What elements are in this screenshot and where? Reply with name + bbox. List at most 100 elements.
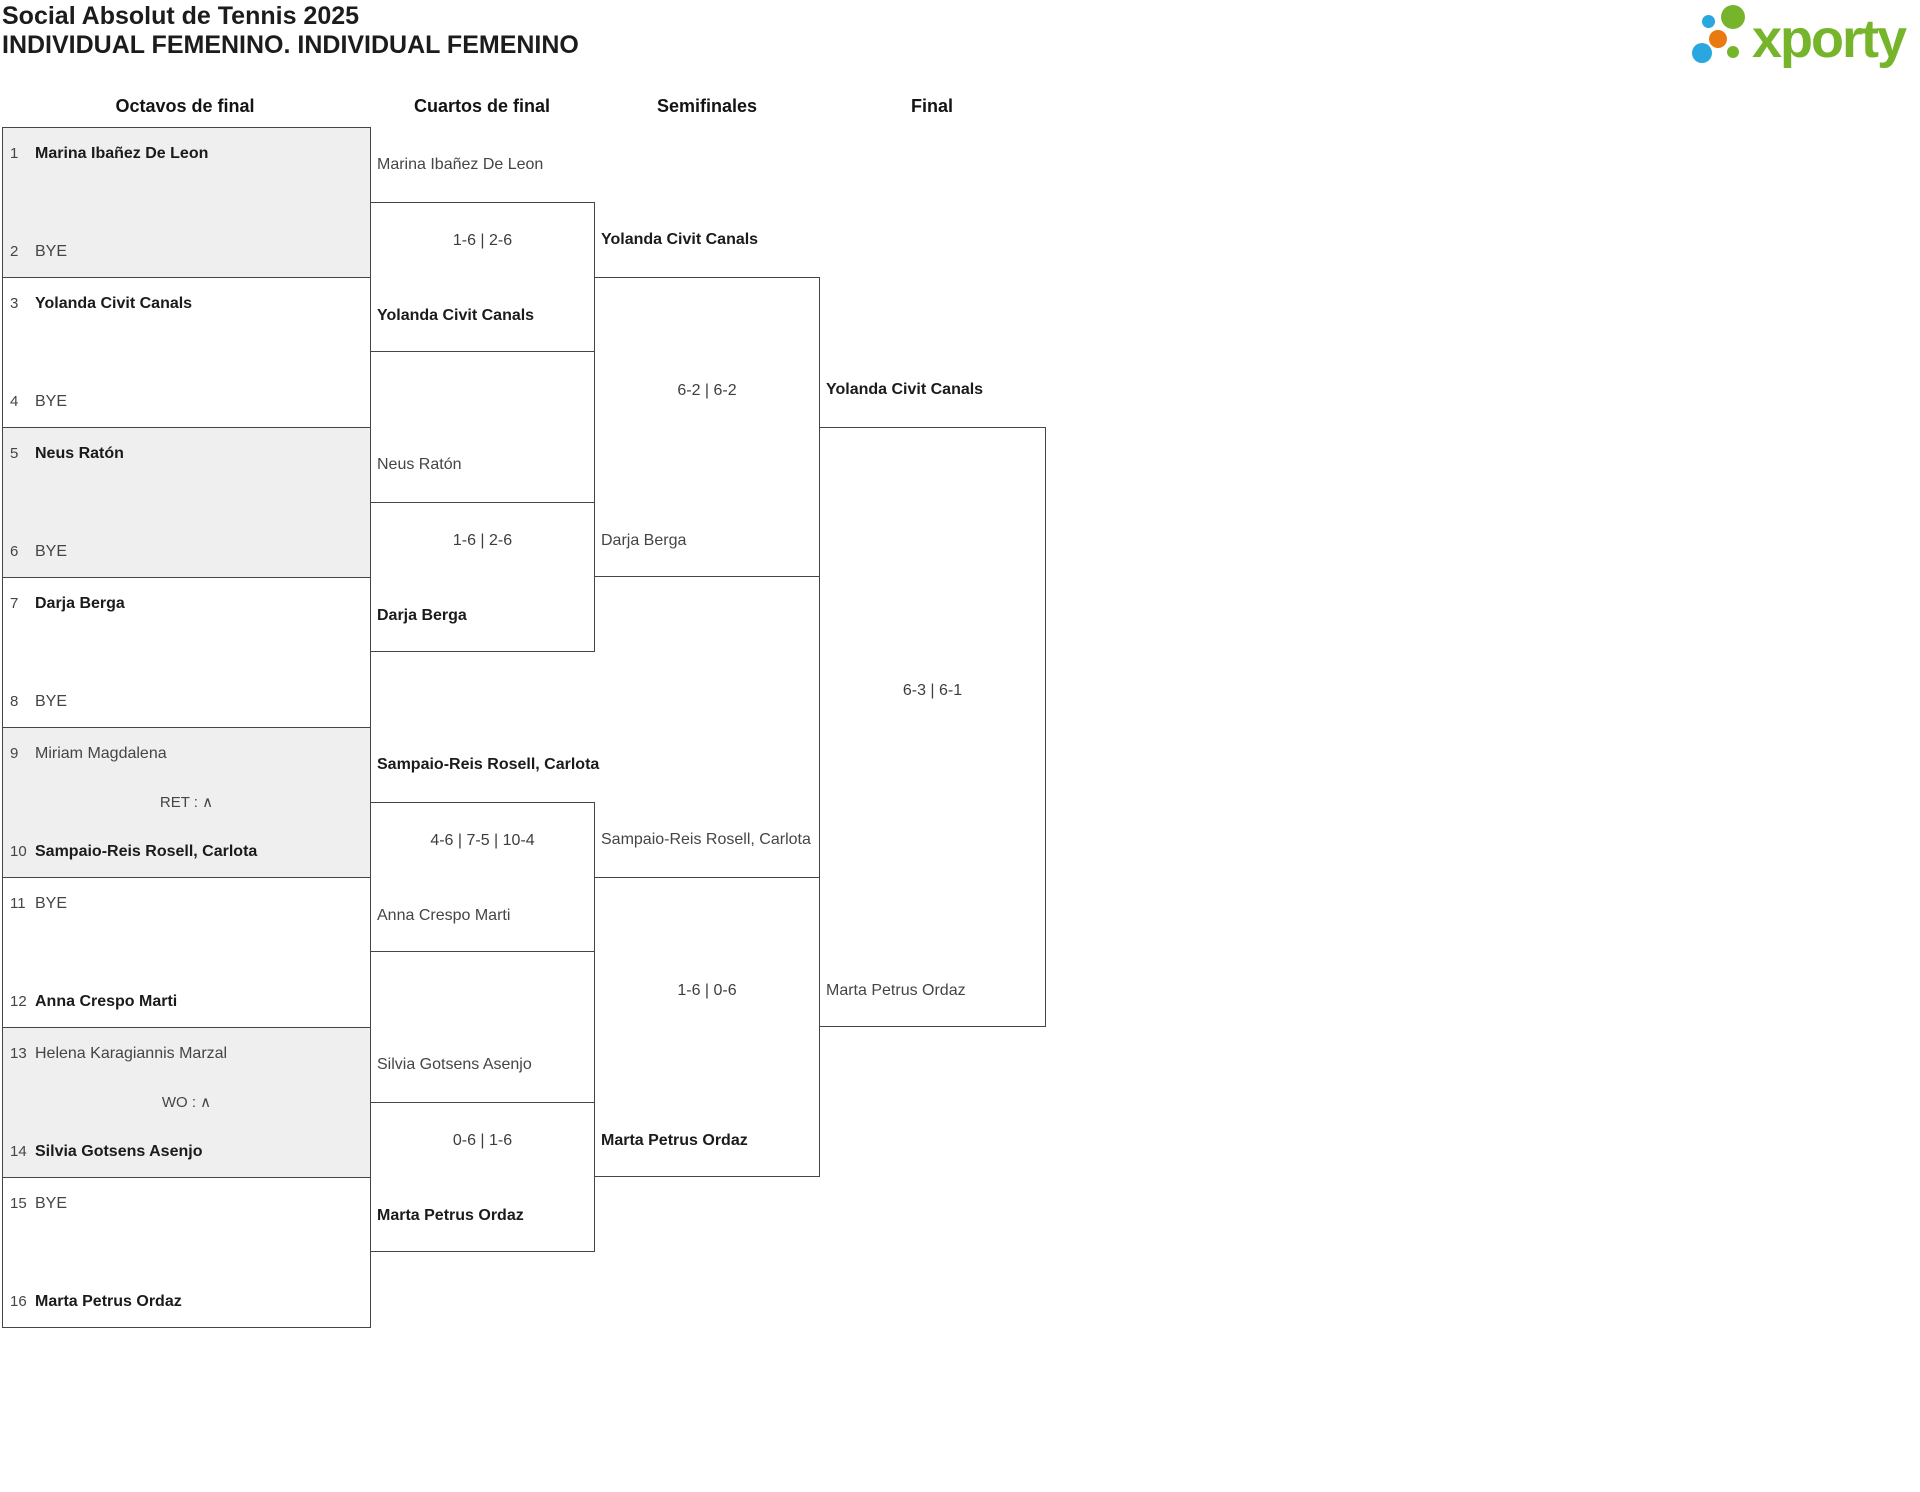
player-name: Miriam Magdalena [35, 745, 167, 762]
seed-number: 1 [10, 145, 19, 162]
player-row: 1 Marina Ibañez De Leon [10, 144, 364, 164]
r16-match-box-8: 15 BYE 16 Marta Petrus Ordaz [2, 1177, 371, 1328]
seed-number: 13 [10, 1045, 27, 1062]
match-note [3, 1243, 370, 1263]
player-row: 9 Miriam Magdalena [10, 744, 364, 764]
seed-number: 14 [10, 1143, 27, 1160]
seed-number: 12 [10, 993, 27, 1010]
player-name: BYE [35, 543, 68, 560]
player-name: Marta Petrus Ordaz [601, 1132, 748, 1149]
player-row: 7 Darja Berga [10, 594, 364, 614]
match-note [3, 343, 370, 363]
quarterfinal-match-box-2: Neus Ratón 1-6 | 2-6 Darja Berga [370, 456, 595, 652]
tournament-title: Social Absolut de Tennis 2025 [2, 2, 360, 30]
player-row: 15 BYE [10, 1194, 364, 1214]
match-score: 1-6 | 2-6 [452, 532, 513, 549]
category-title: INDIVIDUAL FEMENINO. INDIVIDUAL FEMENINO [2, 31, 579, 59]
round-header-octavos: Octavos de final [115, 96, 255, 116]
quarterfinal-match-box-3: Sampaio-Reis Rosell, Carlota 4-6 | 7-5 |… [370, 756, 599, 952]
seed-number: 8 [10, 693, 19, 710]
player-name: Marta Petrus Ordaz [35, 1293, 182, 1310]
player-name: Yolanda Civit Canals [826, 381, 984, 398]
logo-dot-blue-small-icon [1702, 15, 1715, 28]
round-header-final: Final [910, 96, 954, 116]
match-score: 1-6 | 0-6 [677, 982, 737, 999]
seed-number: 3 [10, 295, 19, 312]
player-name: Marta Petrus Ordaz [826, 982, 966, 999]
seed-number: 16 [10, 1293, 27, 1310]
r16-match-box-2: 3 Yolanda Civit Canals 4 BYE [2, 277, 371, 428]
player-row: 10 Sampaio-Reis Rosell, Carlota [10, 842, 364, 862]
player-name: Anna Crespo Marti [377, 907, 511, 924]
seed-number: 2 [10, 243, 19, 260]
player-name: BYE [35, 693, 68, 710]
match-note-ret: RET : ∧ [159, 794, 214, 811]
player-row: 14 Silvia Gotsens Asenjo [10, 1142, 364, 1162]
seed-number: 15 [10, 1195, 27, 1212]
xporty-logo[interactable]: xporty [1690, 0, 1920, 82]
match-note [3, 193, 370, 213]
player-name: Marina Ibañez De Leon [35, 145, 209, 162]
semifinal-match-box-1: Yolanda Civit Canals 6-2 | 6-2 Darja Ber… [594, 231, 820, 577]
seed-number: 5 [10, 445, 19, 462]
seed-number: 9 [10, 745, 19, 762]
player-name: Yolanda Civit Canals [35, 295, 193, 312]
player-name: Neus Ratón [377, 456, 462, 473]
round-header-semifinales: Semifinales [656, 96, 758, 116]
player-name: Helena Karagiannis Marzal [35, 1045, 228, 1062]
player-row: 2 BYE [10, 242, 364, 262]
player-name: Darja Berga [35, 595, 125, 612]
match-score: 1-6 | 2-6 [452, 232, 513, 249]
match-score: 0-6 | 1-6 [452, 1132, 513, 1149]
r16-match-box-1: 1 Marina Ibañez De Leon 2 BYE [2, 127, 371, 278]
match-score: 6-3 | 6-1 [902, 682, 963, 699]
logo-dot-orange-icon [1709, 30, 1727, 48]
player-name: Sampaio-Reis Rosell, Carlota [601, 831, 811, 848]
player-row: 8 BYE [10, 692, 364, 712]
player-name: BYE [35, 393, 68, 410]
match-note-wo: WO : ∧ [161, 1094, 212, 1111]
seed-number: 7 [10, 595, 19, 612]
player-name: BYE [35, 243, 68, 260]
player-row: 6 BYE [10, 542, 364, 562]
player-name: Sampaio-Reis Rosell, Carlota [35, 843, 258, 860]
logo-dot-green-small-icon [1727, 46, 1739, 58]
match-score: 4-6 | 7-5 | 10-4 [430, 832, 535, 849]
player-name: Silvia Gotsens Asenjo [377, 1056, 532, 1073]
player-name: Marta Petrus Ordaz [377, 1207, 524, 1224]
player-row: 16 Marta Petrus Ordaz [10, 1292, 364, 1312]
player-name: Darja Berga [601, 532, 687, 549]
player-name: Silvia Gotsens Asenjo [35, 1143, 203, 1160]
player-name: BYE [35, 895, 68, 912]
logo-dot-green-large-icon [1721, 5, 1745, 29]
player-name: BYE [35, 1195, 68, 1212]
match-note [3, 493, 370, 513]
seed-number: 4 [10, 393, 19, 410]
r16-match-box-4: 7 Darja Berga 8 BYE [2, 577, 371, 728]
r16-match-box-7: 13 Helena Karagiannis Marzal WO : ∧ 14 Sil… [2, 1027, 371, 1178]
player-name: Sampaio-Reis Rosell, Carlota [377, 756, 600, 773]
match-note [3, 943, 370, 963]
player-row: 3 Yolanda Civit Canals [10, 294, 364, 314]
logo-dot-blue-icon [1692, 43, 1712, 63]
seed-number: 6 [10, 543, 19, 560]
final-match-box: Yolanda Civit Canals 6-3 | 6-1 Marta Pet… [819, 381, 1046, 1027]
player-name: Yolanda Civit Canals [377, 307, 535, 324]
round-header-cuartos: Cuartos de final [413, 96, 551, 116]
match-note [3, 643, 370, 663]
player-name: Neus Ratón [35, 445, 124, 462]
player-name: Yolanda Civit Canals [601, 231, 759, 248]
xporty-logo-text: xporty [1752, 9, 1907, 69]
seed-number: 11 [10, 895, 26, 912]
player-name: Darja Berga [377, 607, 467, 624]
player-name: Marina Ibañez De Leon [377, 156, 544, 173]
quarterfinal-match-box-1: Marina Ibañez De Leon 1-6 | 2-6 Yolanda … [370, 156, 595, 352]
title-block: Social Absolut de Tennis 2025 INDIVIDUAL… [2, 2, 579, 60]
seed-number: 10 [10, 843, 27, 860]
r16-match-box-3: 5 Neus Ratón 6 BYE [2, 427, 371, 578]
quarterfinal-match-box-4: Silvia Gotsens Asenjo 0-6 | 1-6 Marta Pe… [370, 1056, 595, 1252]
semifinal-match-box-2: Sampaio-Reis Rosell, Carlota 1-6 | 0-6 M… [594, 831, 820, 1177]
